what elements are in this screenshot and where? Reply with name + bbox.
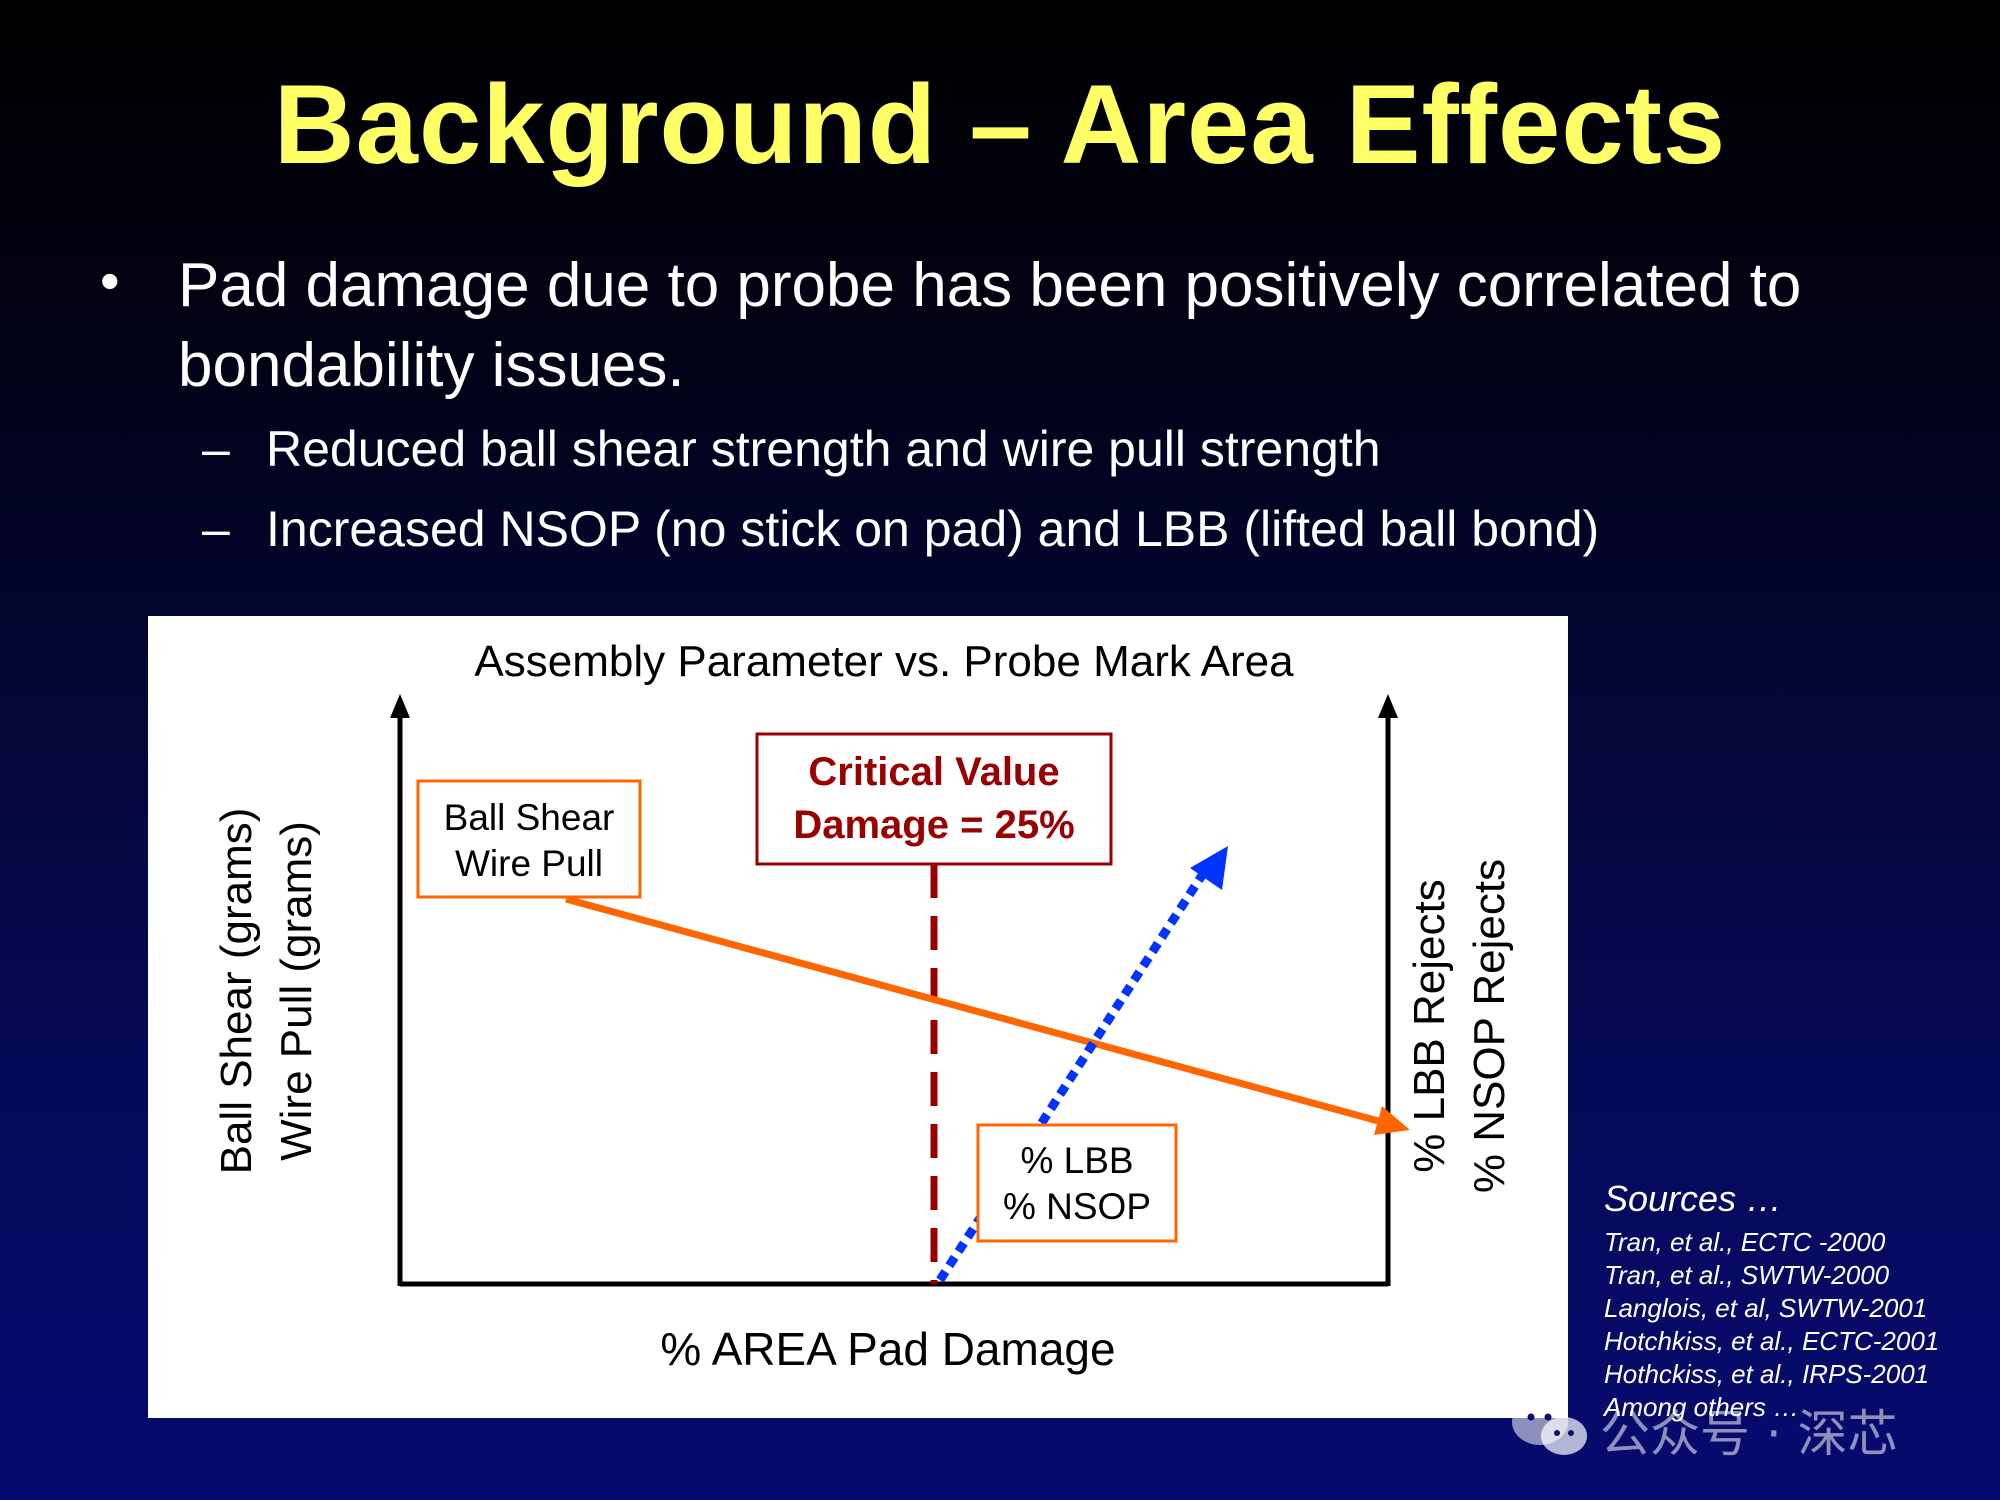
strength-box-frame <box>416 779 642 899</box>
strength-box-line1: Ball Shear <box>444 797 615 838</box>
sub-bullet-2: –Increased NSOP (no stick on pad) and LB… <box>202 500 1599 558</box>
watermark: 公众号 · 深芯 <box>1508 1390 1948 1470</box>
sub-bullet-text: Increased NSOP (no stick on pad) and LBB… <box>266 501 1600 557</box>
left-axis-label-ball-shear: Ball Shear (grams) <box>212 808 261 1175</box>
critical-box-line1: Critical Value <box>808 750 1059 794</box>
slide-title: Background – Area Effects <box>273 62 1727 187</box>
strength-trend-line <box>565 895 1394 1129</box>
critical-box-frame <box>755 732 1113 866</box>
left-axis-label-wire-pull: Wire Pull (grams) <box>272 821 321 1161</box>
reject-box-line1: % LBB <box>1020 1140 1133 1181</box>
source-item: Among others … <box>1604 1392 1800 1422</box>
source-item: Hothckiss, et al., IRPS-2001 <box>1604 1359 1930 1389</box>
sources-block: Sources … Tran, et al., ECTC -2000 Tran,… <box>1604 1178 1939 1424</box>
right-axis-label-nsop: % NSOP Rejects <box>1465 859 1514 1193</box>
sub-bullet-1: –Reduced ball shear strength and wire pu… <box>202 420 1381 478</box>
diagram-title: Assembly Parameter vs. Probe Mark Area <box>474 637 1294 686</box>
reject-trend-arrowhead <box>1190 846 1228 890</box>
source-item: Hotchkiss, et al., ECTC-2001 <box>1604 1326 1940 1356</box>
bullet-text: Pad damage due to probe has been positiv… <box>178 251 1802 400</box>
reject-box-frame <box>976 1123 1178 1243</box>
bullet-marker: • <box>100 249 120 312</box>
critical-box-line2: Damage = 25% <box>793 803 1074 847</box>
right-axis-label-lbb: % LBB Rejects <box>1405 879 1454 1172</box>
diagram-svg: Assembly Parameter vs. Probe Mark Area %… <box>212 637 1514 1375</box>
watermark-text: 公众号 · 深芯 <box>1600 1405 1898 1463</box>
strength-box-line2: Wire Pull <box>455 843 603 884</box>
strength-label-box: Ball Shear Wire Pull <box>416 779 642 899</box>
source-item: Tran, et al., ECTC -2000 <box>1604 1227 1886 1257</box>
sub-bullet-marker: – <box>202 501 230 557</box>
source-item: Langlois, et al, SWTW-2001 <box>1604 1293 1928 1323</box>
sub-bullet-marker: – <box>202 421 230 477</box>
reject-label-box: % LBB % NSOP <box>976 1123 1178 1243</box>
reject-trend-line <box>936 863 1212 1283</box>
sources-heading: Sources … <box>1604 1178 1783 1219</box>
left-axis-arrow <box>390 694 410 718</box>
diagram-panel: Assembly Parameter vs. Probe Mark Area %… <box>148 616 1568 1418</box>
right-axis-arrow <box>1378 694 1398 718</box>
axes <box>390 694 1398 1287</box>
reject-box-line2: % NSOP <box>1003 1186 1151 1227</box>
critical-value-box: Critical Value Damage = 25% <box>755 732 1113 866</box>
wechat-icon <box>1512 1399 1587 1455</box>
sub-bullet-text: Reduced ball shear strength and wire pul… <box>266 421 1381 477</box>
x-axis-label: % AREA Pad Damage <box>660 1323 1115 1375</box>
source-item: Tran, et al., SWTW-2000 <box>1604 1260 1890 1290</box>
strength-trend-arrowhead <box>1374 1106 1410 1135</box>
